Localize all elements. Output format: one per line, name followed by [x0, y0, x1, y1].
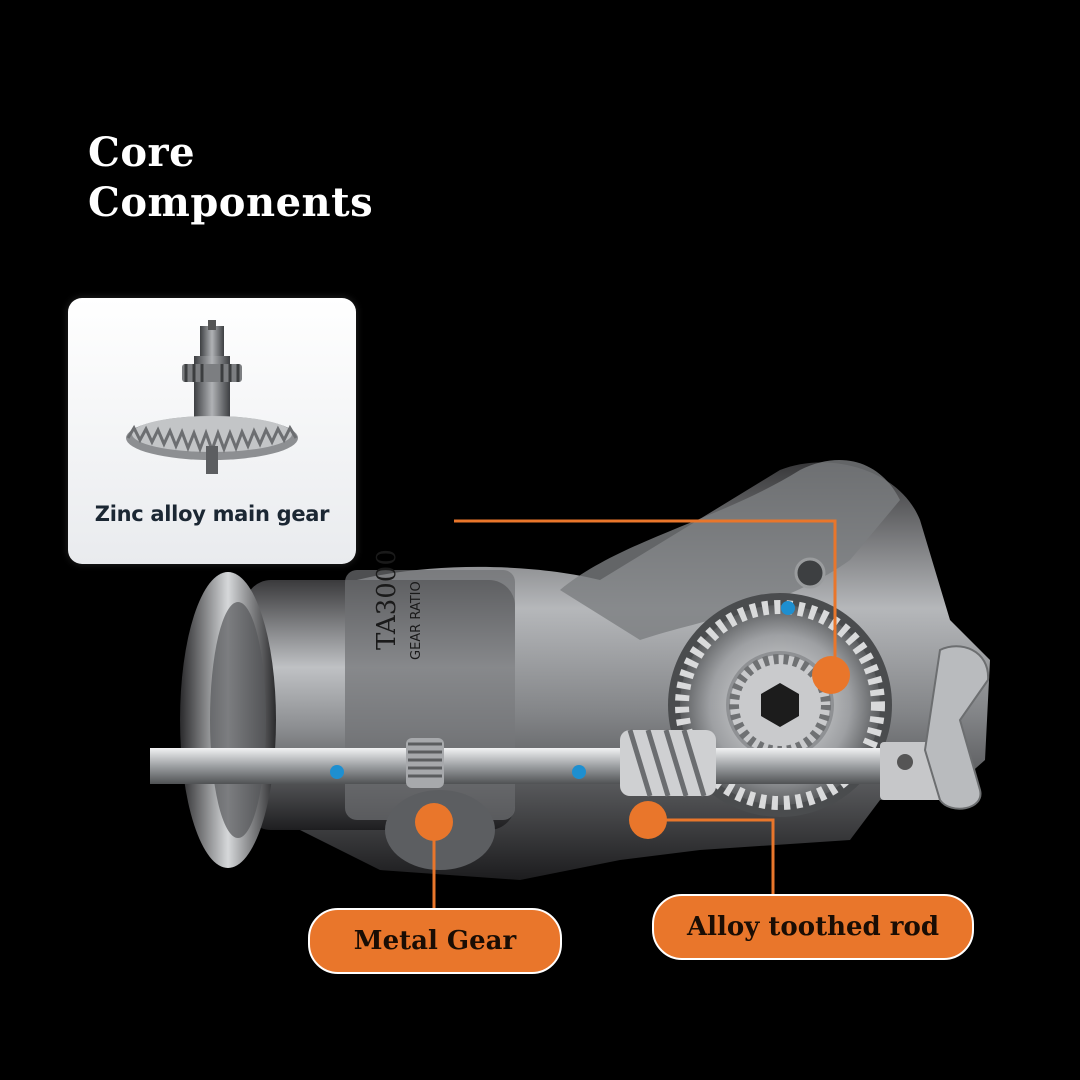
page-title: Core Components: [88, 128, 373, 228]
marker-main-gear: [812, 656, 850, 694]
callout-line-main-gear: [454, 519, 837, 676]
marker-metal-gear: [415, 803, 453, 841]
main-gear-label: Zinc alloy main gear: [94, 502, 330, 526]
threaded-rod-section: [406, 738, 444, 788]
title-line-2: Components: [88, 179, 374, 226]
metal-gear-label: Metal Gear: [308, 908, 562, 974]
blue-dot: [572, 765, 586, 779]
reel-arm: [560, 460, 900, 640]
main-gear-card: Zinc alloy main gear: [68, 298, 356, 564]
pinion-gear: [620, 729, 716, 797]
blue-dot: [330, 765, 344, 779]
callout-line-alloy-rod: [648, 818, 775, 896]
main-shaft: [150, 748, 890, 784]
alloy-rod-label: Alloy toothed rod: [652, 894, 974, 960]
blue-dot: [781, 601, 795, 615]
title-line-1: Core: [88, 129, 196, 176]
spool-flange-inner: [210, 602, 266, 838]
screw: [794, 557, 826, 589]
reel-gear-ratio-text: GEAR RATIO: [409, 581, 424, 660]
marker-alloy-rod: [629, 801, 667, 839]
reel-model-text: TA3000: [372, 549, 402, 650]
reel-handle-knob: [923, 645, 990, 810]
zinc-gear-image: [126, 320, 298, 474]
